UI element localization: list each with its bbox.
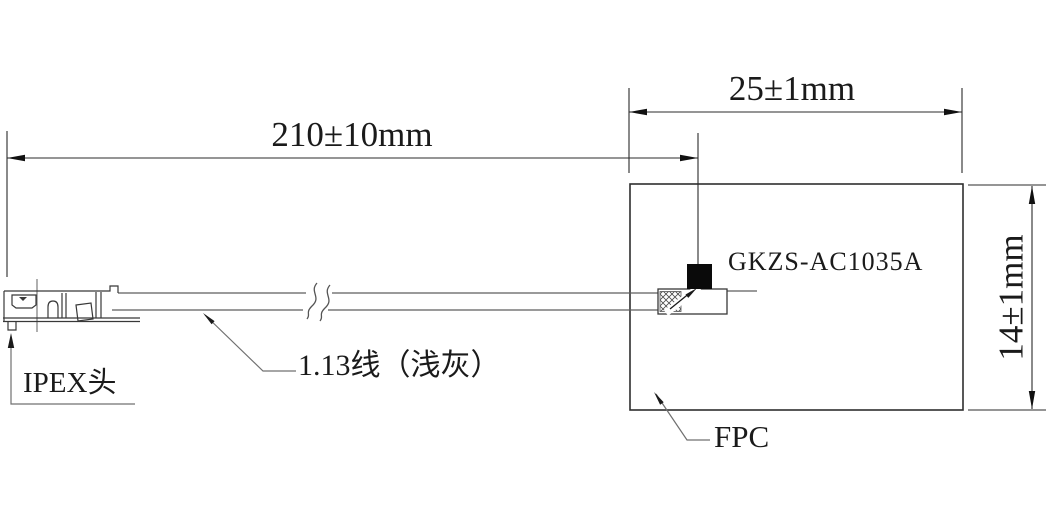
dim-fpc-height-label: 14±1mm bbox=[991, 234, 1031, 361]
fpc-connector-pad bbox=[687, 264, 712, 289]
ipex-connector-drawing bbox=[3, 279, 140, 332]
dim-fpc-width-lines bbox=[628, 88, 963, 173]
leader-cable-spec bbox=[203, 313, 296, 372]
fpc-label: FPC bbox=[714, 419, 770, 454]
leader-ipex bbox=[7, 333, 135, 405]
leader-fpc bbox=[654, 392, 710, 441]
cable-stiffener-block bbox=[657, 264, 728, 316]
ipex-connector-label: IPEX头 bbox=[23, 367, 117, 399]
cable-spec-label: 1.13线（浅灰） bbox=[298, 349, 501, 382]
dim-fpc-width-label: 25±1mm bbox=[728, 69, 856, 108]
dim-cable-length-lines bbox=[6, 131, 699, 277]
dim-cable-length-label: 210±10mm bbox=[271, 115, 433, 154]
part-number-label: GKZS-AC1035A bbox=[728, 247, 924, 276]
dim-fpc-height-lines bbox=[968, 184, 1046, 411]
cable-break-symbol bbox=[306, 282, 331, 322]
